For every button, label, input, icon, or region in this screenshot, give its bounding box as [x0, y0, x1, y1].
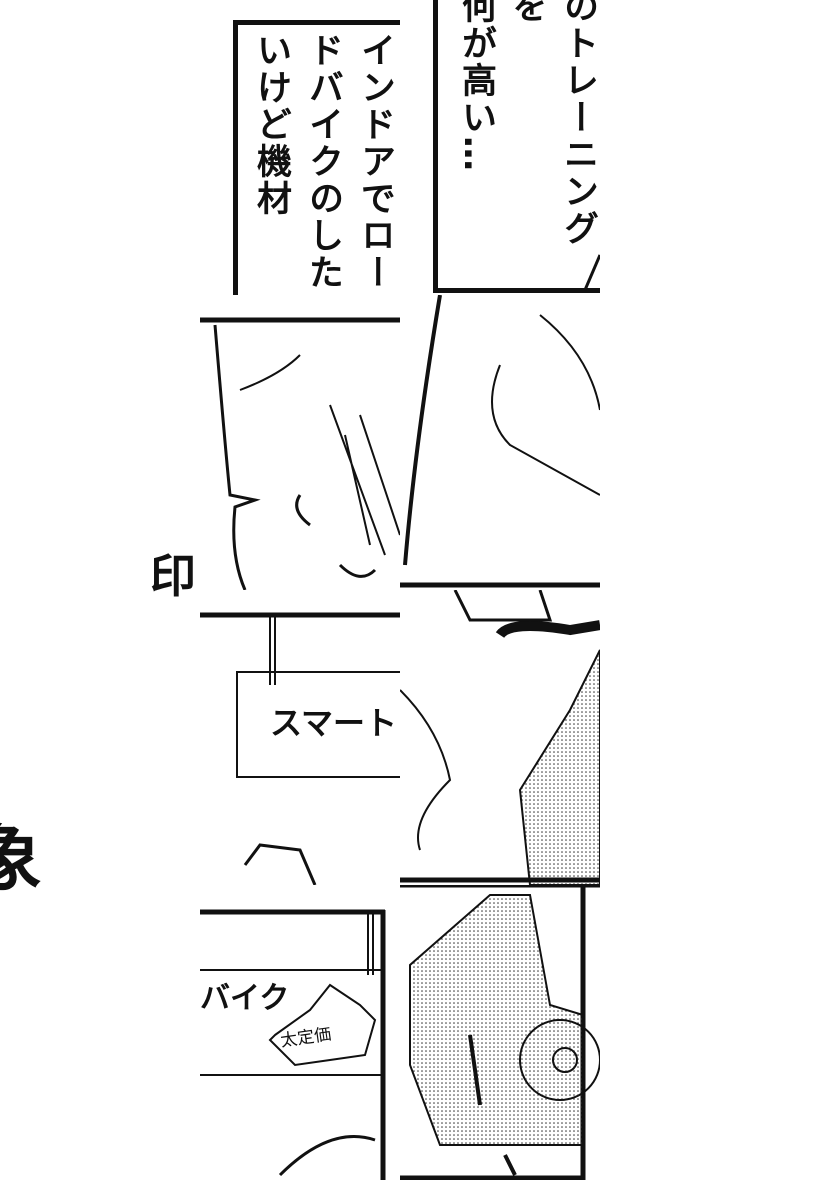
character-face-illustration	[200, 317, 400, 590]
caption-text-col1: のトレーニングを	[506, 0, 598, 247]
side-text-char-2: 象	[0, 817, 43, 901]
caption-text: インドアでロードバイクのしたいけど機材	[251, 32, 395, 291]
character-back-illustration	[400, 295, 600, 588]
price-sign-illustration	[200, 909, 386, 1180]
bike-handlebar-illustration	[400, 590, 600, 885]
bike-sign-text: バイク	[200, 981, 290, 1016]
panel-price-sign: バイク 太定価	[200, 885, 400, 1180]
panel-back	[400, 295, 600, 590]
caption-text-col2: 何が高い…	[456, 0, 496, 173]
panel-face	[200, 295, 400, 590]
bike-body-illustration	[400, 885, 600, 1180]
caption-box	[233, 20, 400, 295]
side-text-char-1: 印	[150, 549, 196, 603]
store-sign-illustration	[200, 612, 400, 885]
panel-caption-right: のトレーニングを 何が高い…	[400, 0, 600, 295]
line-art	[583, 254, 600, 291]
panel-bike-body	[400, 885, 600, 1180]
panel-store-sign: スマート	[200, 590, 400, 885]
panel-bike-handlebar	[400, 590, 600, 885]
store-sign-text: スマート	[270, 704, 398, 742]
caption-box	[433, 0, 600, 293]
panel-caption-left: インドアでロードバイクのしたいけど機材	[200, 0, 400, 295]
